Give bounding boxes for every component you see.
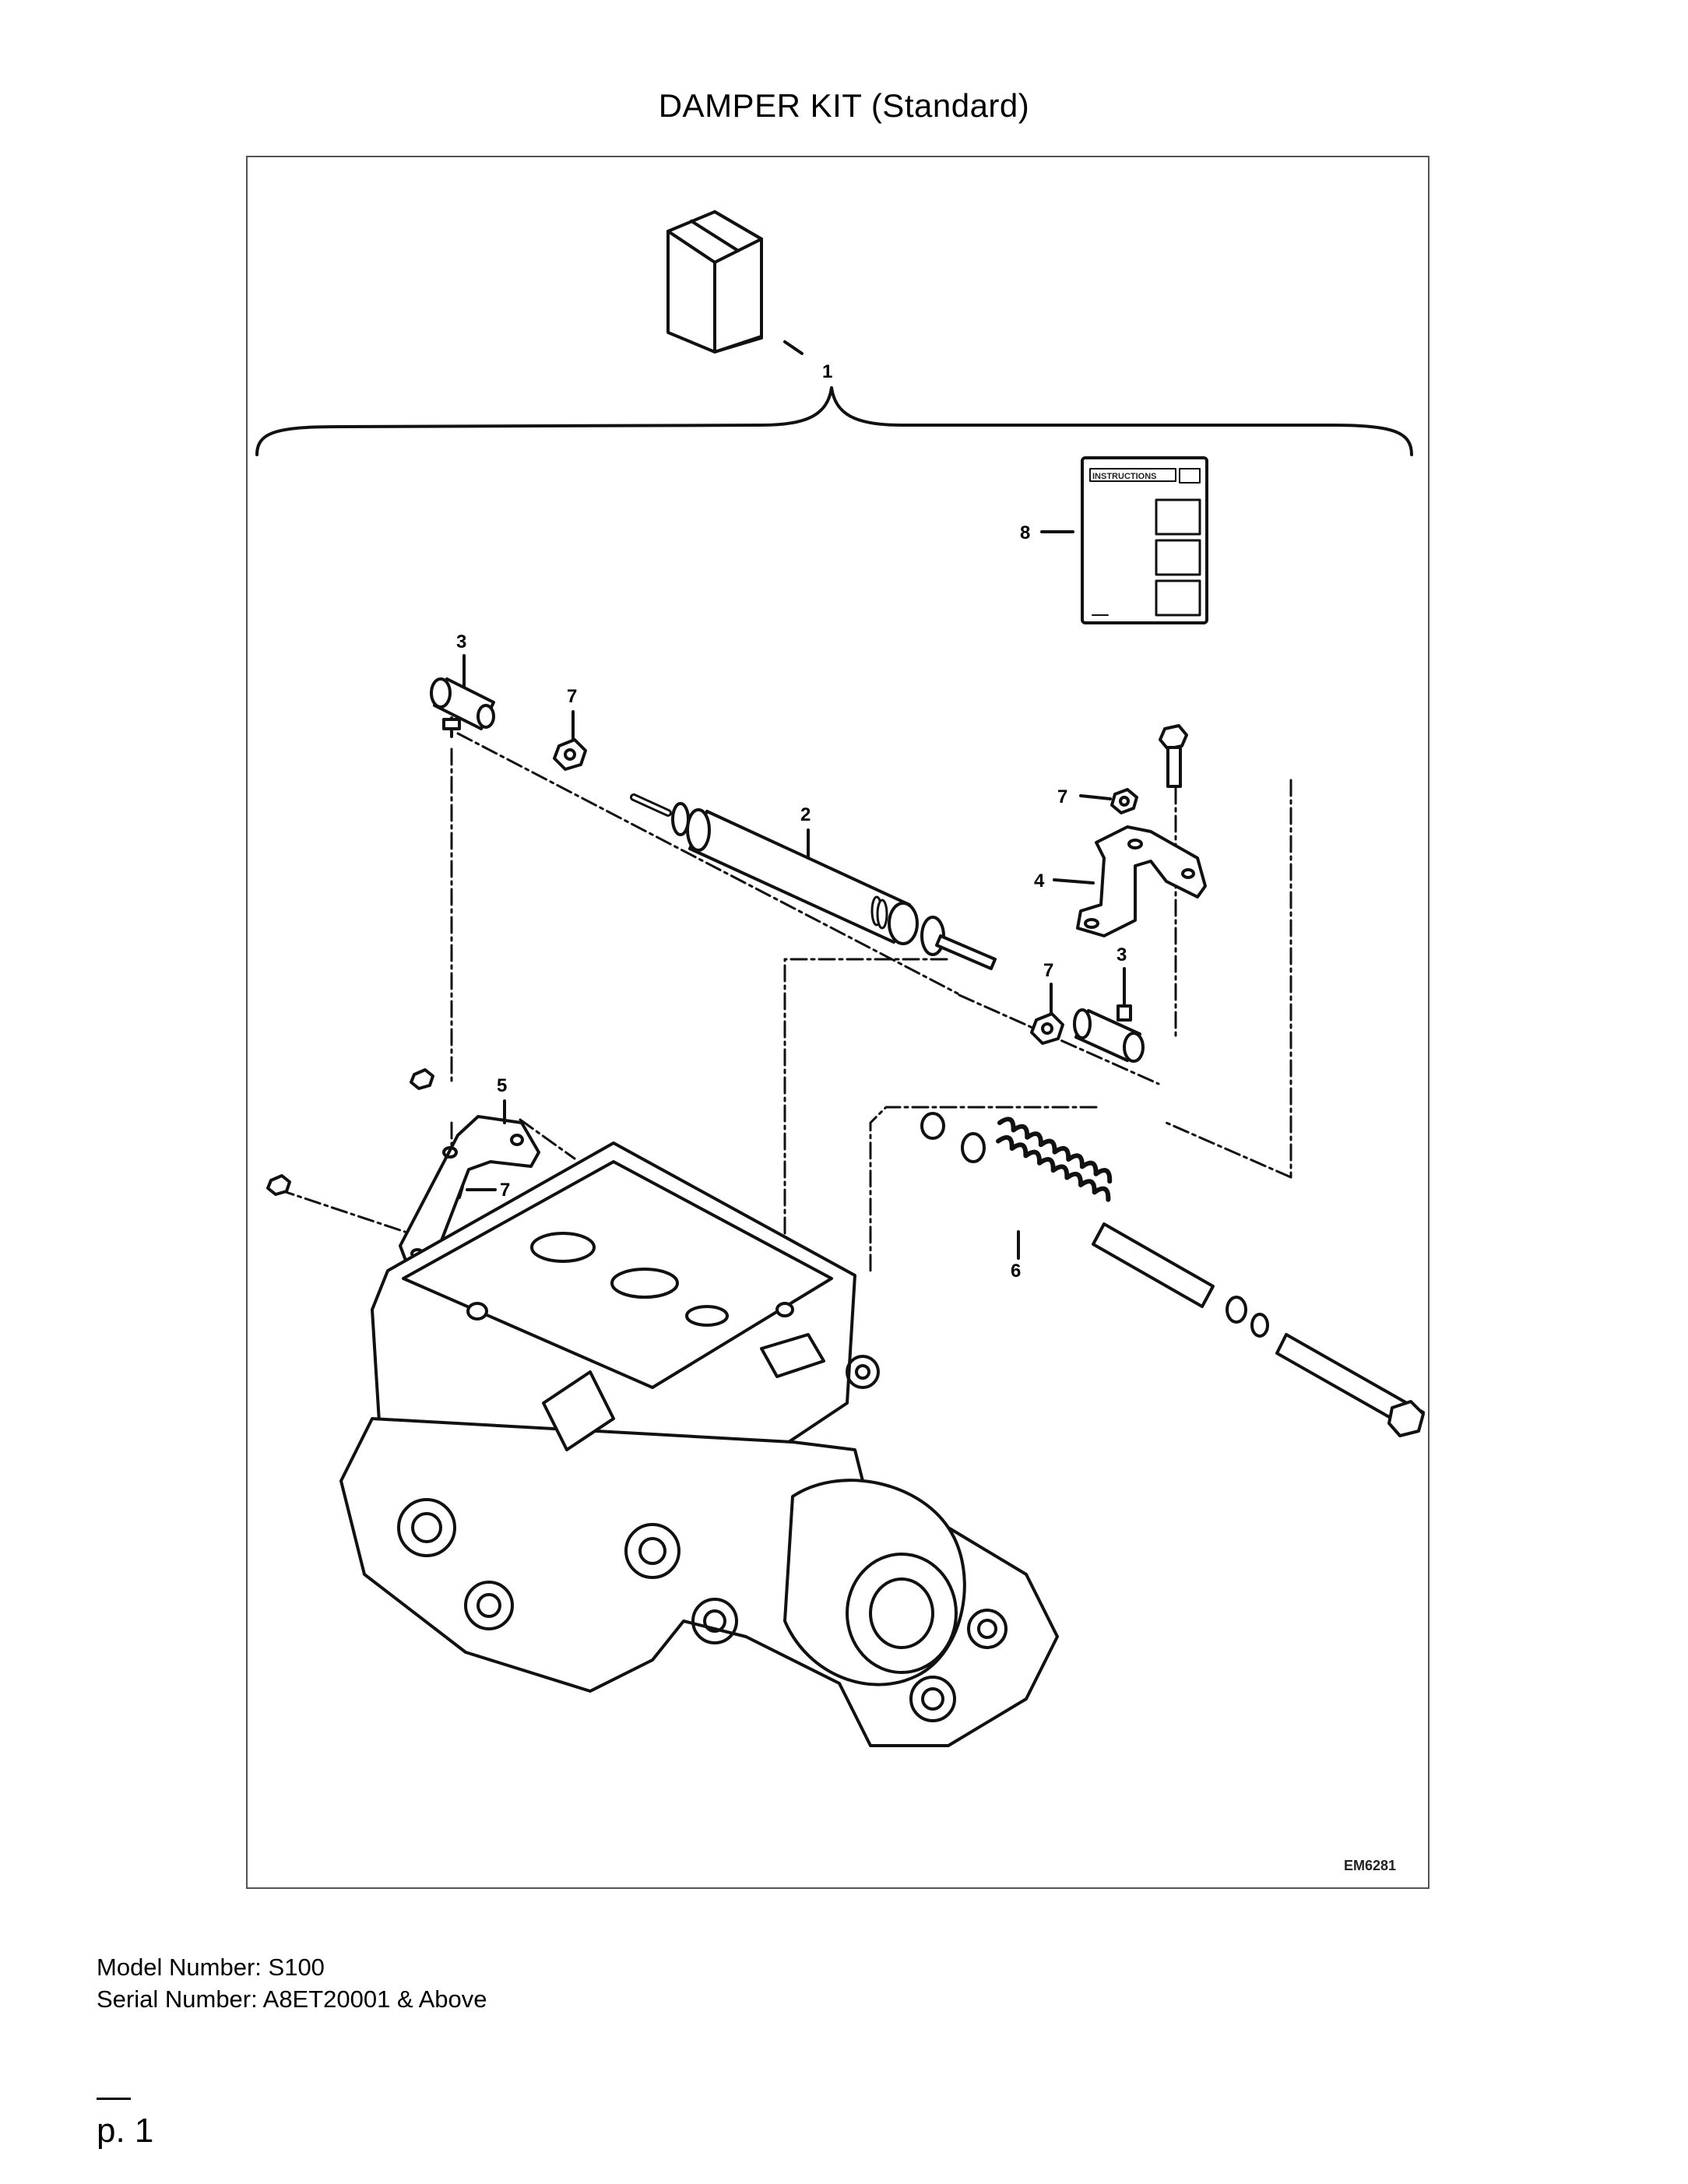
callout-7a: 7 xyxy=(567,686,577,707)
hex-nut-icon xyxy=(410,1068,434,1090)
page-number: p. 1 xyxy=(97,2112,154,2150)
callout-8: 8 xyxy=(1020,522,1030,543)
hex-nut-icon xyxy=(266,1174,291,1196)
hex-nut-icon xyxy=(1110,788,1138,814)
diagram-reference-code: EM6281 xyxy=(1344,1858,1396,1873)
callout-2: 2 xyxy=(800,804,811,825)
mounting-bracket-icon xyxy=(1076,825,1207,937)
rod-end-lower-icon xyxy=(1073,1004,1145,1063)
rod-end-upper-icon xyxy=(430,677,495,738)
hex-nut-icon xyxy=(1030,1012,1064,1045)
exploded-parts-diagram: 1 INSTRUCTIONS 8 xyxy=(255,210,1425,1873)
spring-assembly-icon xyxy=(920,1112,1425,1437)
hex-nut-icon xyxy=(553,738,587,771)
callout-7b: 7 xyxy=(1043,960,1053,981)
page-number-rule xyxy=(97,2098,131,2100)
kit-brace xyxy=(255,386,1413,456)
callout-3a: 3 xyxy=(456,631,466,652)
callout-7c: 7 xyxy=(1057,786,1067,807)
drive-motor-assembly-icon xyxy=(339,1141,1059,1747)
callout-leader-1 xyxy=(783,340,804,355)
callout-leader-4 xyxy=(1053,878,1095,885)
kit-box-icon xyxy=(666,210,763,353)
assembly-lines xyxy=(277,732,1292,1311)
callout-5: 5 xyxy=(497,1075,507,1096)
parts-diagram-frame: 1 INSTRUCTIONS 8 xyxy=(246,156,1430,1889)
instructions-sheet-icon: INSTRUCTIONS xyxy=(1081,456,1208,624)
callout-1: 1 xyxy=(822,361,832,382)
callout-7d: 7 xyxy=(500,1180,510,1201)
serial-number: Serial Number: A8ET20001 & Above xyxy=(97,1985,487,2013)
callout-4: 4 xyxy=(1034,870,1045,892)
bolt-icon xyxy=(1159,724,1188,788)
page-title: DAMPER KIT (Standard) xyxy=(658,87,1030,124)
callout-3b: 3 xyxy=(1117,944,1127,965)
instructions-label: INSTRUCTIONS xyxy=(1092,472,1157,481)
damper-cylinder-icon xyxy=(630,793,997,970)
callout-6: 6 xyxy=(1011,1261,1021,1282)
model-number: Model Number: S100 xyxy=(97,1954,325,1981)
callout-leader-7c xyxy=(1079,794,1112,800)
